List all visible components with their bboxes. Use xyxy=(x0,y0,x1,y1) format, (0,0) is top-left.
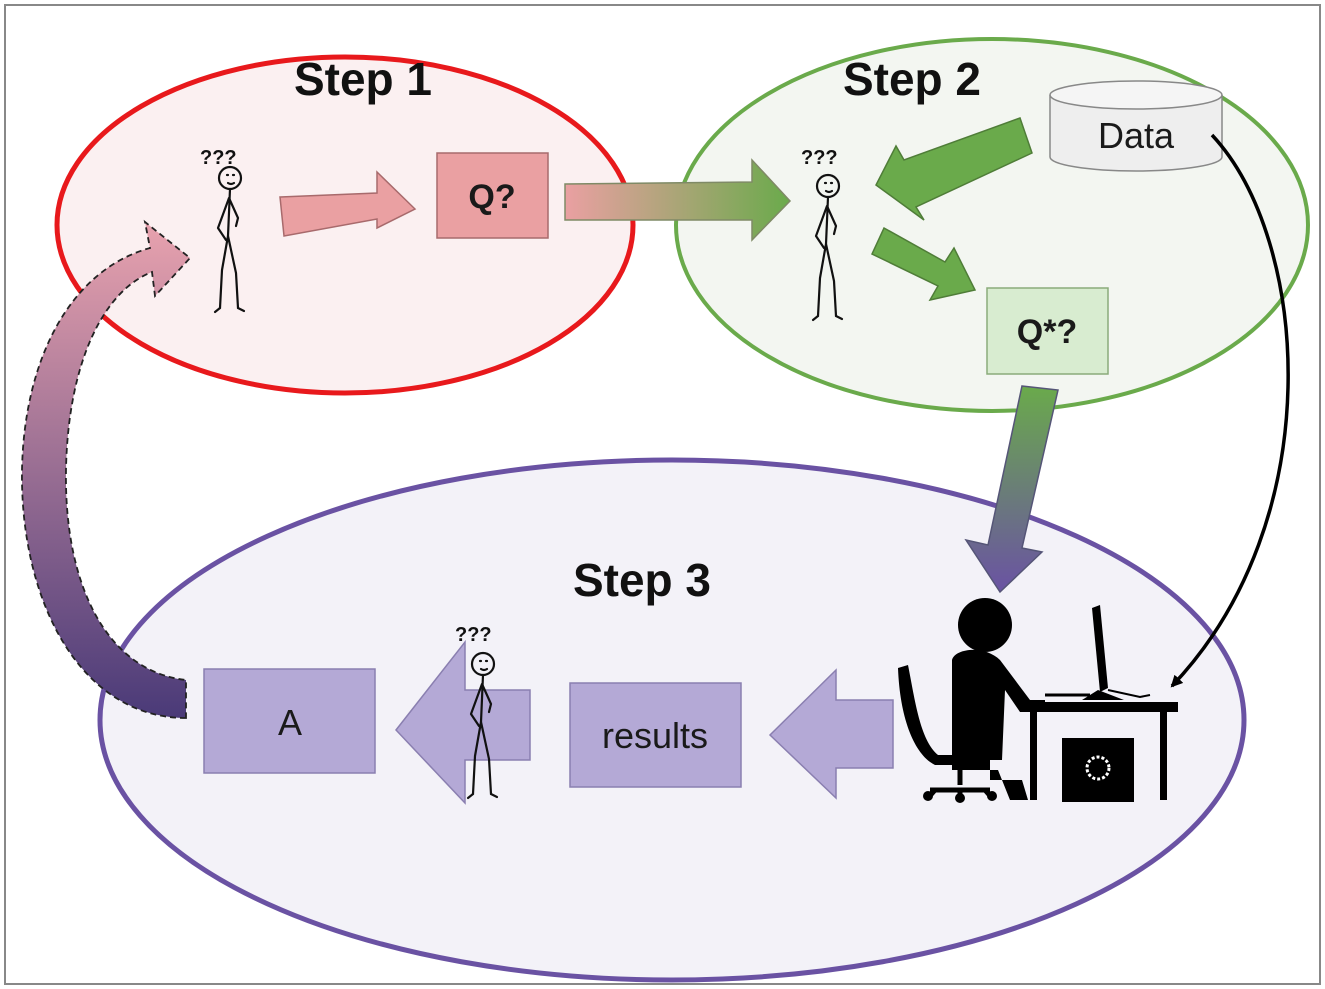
data-label: Data xyxy=(1098,115,1175,156)
arrow-person-to-refined-question xyxy=(871,226,977,302)
step1-title: Step 1 xyxy=(294,53,432,105)
answer-box xyxy=(203,668,376,774)
arrow-answer-to-step1 xyxy=(21,219,192,719)
arrow-refined-question-to-analyst xyxy=(964,385,1059,594)
thinking-marks: ??? xyxy=(200,147,237,169)
refined-question-label: Q*? xyxy=(1017,313,1077,351)
answer-label: A xyxy=(278,702,302,743)
thinking-marks: ??? xyxy=(455,624,492,646)
arrow-computer-to-results xyxy=(768,668,894,800)
arrow-data-to-computer xyxy=(1170,133,1290,688)
arrow-data-to-person xyxy=(875,117,1033,221)
figure-frame xyxy=(4,4,1321,985)
arrow-person-to-question xyxy=(279,170,417,237)
question-box xyxy=(436,152,549,239)
step3-title: Step 3 xyxy=(573,554,711,606)
refined-question-box xyxy=(986,287,1109,375)
question-label: Q? xyxy=(468,178,515,216)
person-at-computer-icon xyxy=(898,598,1178,803)
arrow-results-to-answer xyxy=(395,639,531,805)
thinking-marks: ??? xyxy=(801,147,838,169)
database-icon xyxy=(1049,80,1223,172)
step2-title: Step 2 xyxy=(843,53,981,105)
results-label: results xyxy=(602,715,708,756)
arrow-question-to-step2 xyxy=(564,158,792,242)
results-box xyxy=(569,682,742,788)
